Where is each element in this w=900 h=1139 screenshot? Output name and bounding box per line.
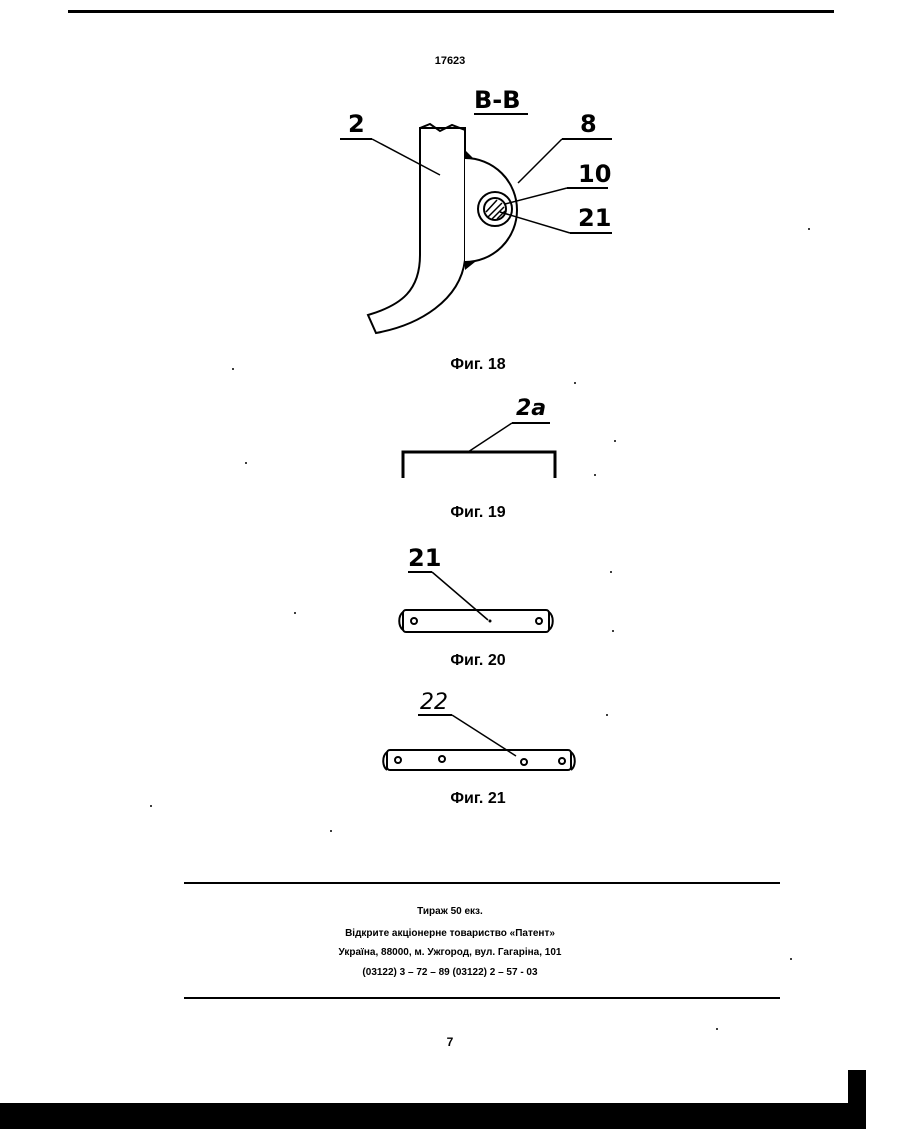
- scan-border-corner: [848, 1070, 866, 1129]
- scan-speck: [716, 1028, 718, 1030]
- footer-company: Відкрите акціонерне товариство «Патент»: [0, 928, 900, 939]
- scan-speck: [610, 571, 612, 573]
- scan-speck: [245, 462, 247, 464]
- scan-speck: [594, 474, 596, 476]
- footer-address: Україна, 88000, м. Ужгород, вул. Гагарін…: [0, 947, 900, 958]
- scan-speck: [614, 440, 616, 442]
- page-number: 7: [0, 1035, 900, 1049]
- scan-speck: [150, 805, 152, 807]
- scan-speck: [574, 382, 576, 384]
- label-22: 22: [420, 690, 448, 715]
- scan-speck: [606, 714, 608, 716]
- footer-top-rule: [184, 882, 780, 884]
- scan-speck: [808, 228, 810, 230]
- scan-speck: [294, 612, 296, 614]
- scan-speck: [612, 630, 614, 632]
- figure-caption: Фиг. 21: [378, 790, 578, 808]
- scan-border-bottom: [0, 1103, 866, 1129]
- figure-21-drawing: [0, 0, 900, 800]
- footer-print-run: Тираж 50 екз.: [0, 906, 900, 917]
- footer-bottom-rule: [184, 997, 780, 999]
- scan-speck: [330, 830, 332, 832]
- footer-phones: (03122) 3 – 72 – 89 (03122) 2 – 57 - 03: [0, 967, 900, 978]
- scan-speck: [790, 958, 792, 960]
- scan-speck: [232, 368, 234, 370]
